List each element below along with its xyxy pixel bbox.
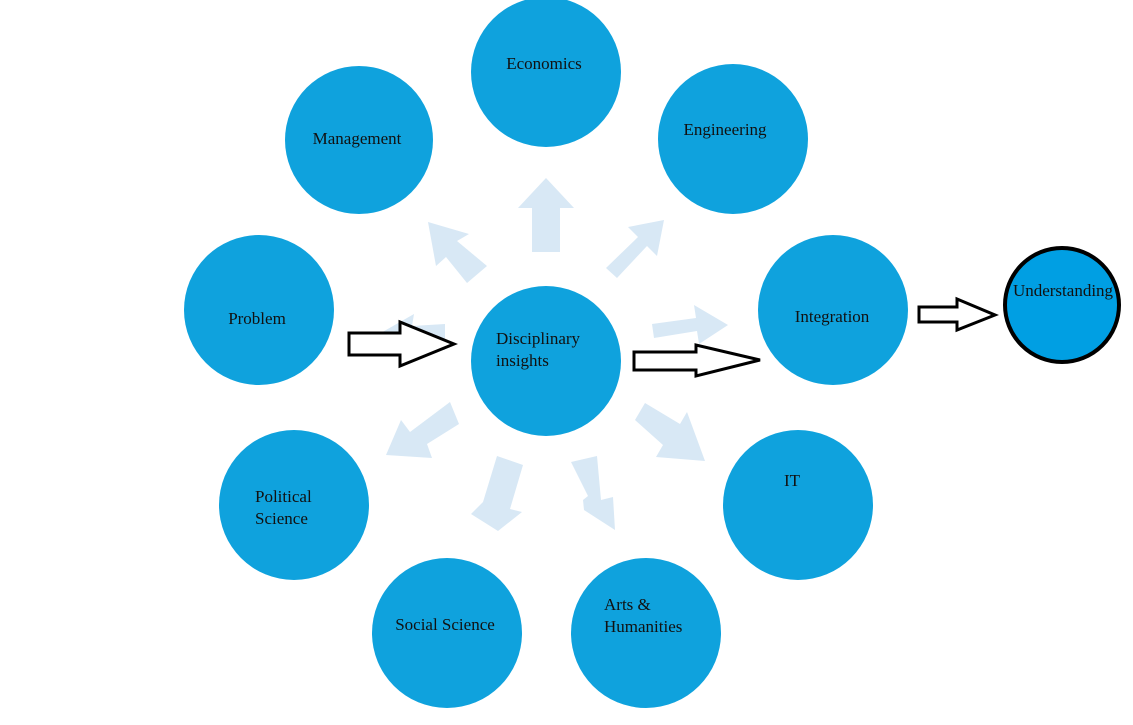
node-understanding-label: Understanding xyxy=(1013,281,1114,300)
node-social-science-label-line: Social Science xyxy=(395,615,495,634)
node-problem-circle xyxy=(184,235,334,385)
node-political-science-circle xyxy=(219,430,369,580)
node-understanding: Understanding xyxy=(1003,246,1121,364)
node-economics-label-line: Economics xyxy=(506,54,582,73)
node-integration-label-line: Integration xyxy=(795,307,870,326)
spoke-arrow-management xyxy=(428,222,487,283)
flow-arrow-integration-to-understanding xyxy=(917,296,999,333)
spoke-arrow-integration xyxy=(652,305,728,344)
spoke-arrow-it xyxy=(635,403,705,461)
node-engineering: Engineering xyxy=(658,64,808,214)
node-social-science-label: Social Science xyxy=(395,615,495,634)
node-arts-humanities-label: Arts & Humanities xyxy=(604,595,682,636)
spoke-arrow-political xyxy=(386,402,459,458)
node-problem-label-line: Problem xyxy=(228,309,286,328)
flow-arrows xyxy=(347,296,999,378)
node-arts-humanities-circle xyxy=(571,558,721,708)
spoke-arrow-social xyxy=(471,456,523,531)
node-economics: Economics xyxy=(471,0,621,147)
node-it-label: IT xyxy=(784,471,801,490)
node-political-science-label-line1: Political xyxy=(255,487,312,506)
node-engineering-label-line: Engineering xyxy=(683,120,767,139)
node-management-label: Management xyxy=(313,129,402,148)
node-political-science-label: Political Science xyxy=(255,487,316,528)
node-arts-humanities-label-line2: Humanities xyxy=(604,617,682,636)
node-disciplinary-insights-circle xyxy=(471,286,621,436)
node-social-science-circle xyxy=(372,558,522,708)
node-it-label-line: IT xyxy=(784,471,801,490)
node-understanding-label-line: Understanding xyxy=(1013,281,1114,300)
node-management: Management xyxy=(285,66,433,214)
node-engineering-circle xyxy=(658,64,808,214)
node-political-science: Political Science xyxy=(219,430,369,580)
spoke-arrow-arts xyxy=(571,456,615,530)
node-economics-circle xyxy=(471,0,621,147)
node-arts-humanities: Arts & Humanities xyxy=(571,558,721,708)
node-political-science-label-line2: Science xyxy=(255,509,308,528)
node-social-science: Social Science xyxy=(372,558,522,708)
spoke-arrow-economics xyxy=(518,178,574,252)
node-understanding-circle xyxy=(1003,246,1121,364)
node-disciplinary-insights: Disciplinary insights xyxy=(471,286,621,436)
node-disciplinary-insights-label: Disciplinary insights xyxy=(496,329,584,370)
spoke-arrows xyxy=(372,178,728,531)
node-it-circle xyxy=(723,430,873,580)
node-disciplinary-insights-label-line1: Disciplinary xyxy=(496,329,581,348)
flow-arrow-problem-to-insights xyxy=(347,319,458,369)
spoke-arrow-engineering xyxy=(606,220,664,278)
node-engineering-label: Engineering xyxy=(683,120,767,139)
node-it: IT xyxy=(723,430,873,580)
node-integration-circle xyxy=(758,235,908,385)
node-management-circle xyxy=(285,66,433,214)
node-arts-humanities-label-line1: Arts & xyxy=(604,595,651,614)
node-problem-label: Problem xyxy=(228,309,286,328)
node-economics-label: Economics xyxy=(506,54,582,73)
node-integration-label: Integration xyxy=(795,307,870,326)
node-management-label-line: Management xyxy=(313,129,402,148)
node-problem: Problem xyxy=(184,235,334,385)
flow-arrow-insights-to-integration xyxy=(632,343,761,378)
node-integration: Integration xyxy=(758,235,908,385)
node-disciplinary-insights-label-line2: insights xyxy=(496,351,549,370)
